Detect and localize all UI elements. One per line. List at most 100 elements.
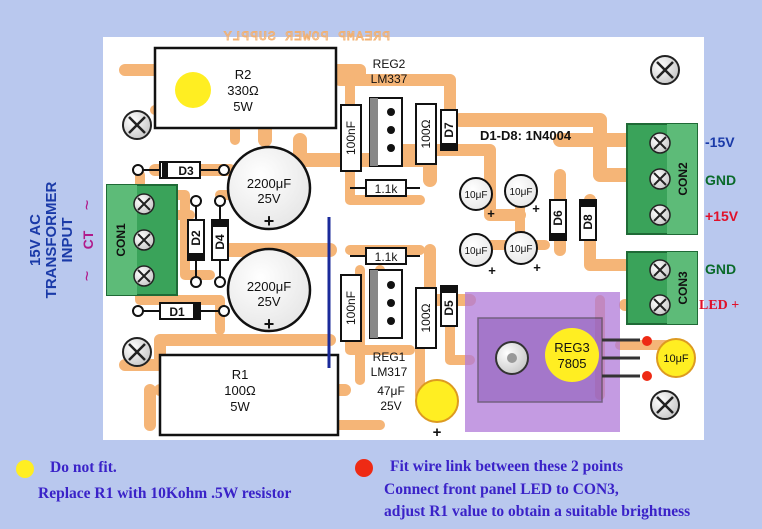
connector-con1: CON1: [106, 184, 178, 296]
silkscreen-title: PREAMP POWER SUPPLY: [223, 29, 390, 44]
diode-note: D1-D8: 1N4004: [480, 128, 572, 143]
con1-terminal-screw-icon: [133, 193, 155, 287]
note-connect-led: Connect front panel LED to CON3,: [384, 481, 619, 498]
mounting-holes: [122, 55, 680, 420]
con2-pin-plus15v: +15V: [705, 208, 739, 224]
diode-d3: D3: [132, 161, 230, 179]
capacitor-100nf-top: 100nF: [340, 104, 362, 172]
reg3-part: 7805: [558, 356, 587, 371]
con2-pin-gnd: GND: [705, 172, 736, 188]
r2-value: 330Ω: [227, 83, 259, 98]
c100n-top-label: 100nF: [344, 121, 358, 155]
c10u-c-label: 10μF: [465, 246, 488, 257]
resistor-1k1-top: 1.1k: [350, 179, 420, 197]
wire-link-legend-dot-icon: [355, 459, 373, 477]
mounting-hole-top-left-icon: [122, 110, 152, 140]
d3-label: D3: [178, 164, 194, 178]
ac-tilde-bottom-icon: ~: [77, 271, 97, 282]
resistor-1k1-bottom: 1.1k: [350, 247, 420, 265]
c47u-value: 47μF: [377, 384, 405, 398]
con3-terminal-screw-icon: [649, 259, 671, 316]
d4-label: D4: [213, 234, 227, 250]
mounting-hole-bottom-right-icon: [650, 390, 680, 420]
con2-pin-minus15v: -15V: [705, 134, 735, 150]
capacitor-10uf-d: 10μF +: [504, 231, 541, 275]
c10u-d-label: 10μF: [510, 244, 533, 255]
diode-d6: D6: [549, 199, 567, 241]
connector-con3: CON3: [626, 251, 698, 325]
con1-label: CON1: [114, 223, 128, 257]
c10u-a-label: 10μF: [465, 190, 488, 201]
c2-plus: +: [264, 314, 275, 334]
capacitor-2200uf-bottom: 2200μF 25V +: [226, 247, 312, 334]
con2-terminal-screw-icon: [649, 132, 671, 226]
diode-d5: D5: [440, 285, 458, 327]
r1-name: R1: [232, 367, 249, 382]
notes-panel: Do not fit. Replace R1 with 10Kohm .5W r…: [0, 450, 762, 529]
capacitor-10uf-b: 10μF +: [504, 174, 540, 216]
reg2-name: REG2: [373, 57, 406, 71]
regulator-reg1: REG1 LM317: [369, 269, 408, 379]
ct-label: CT: [80, 230, 96, 249]
c10u-b-label: 10μF: [510, 187, 533, 198]
r100-top-label: 100Ω: [419, 119, 433, 148]
do-not-fit-legend-dot-icon: [16, 460, 34, 478]
capacitor-47uf: 47μF 25V +: [377, 379, 459, 441]
capacitor-10uf-group: 10μF + 10μF + 10μF + 10μF +: [459, 174, 541, 278]
diode-d2: D2: [187, 195, 205, 288]
d8-label: D8: [581, 214, 595, 230]
reg3-highlight-dot-icon: [545, 328, 599, 382]
do-not-fit-dot-icon: [175, 72, 211, 108]
mounting-hole-top-right-icon: [650, 55, 680, 85]
r1k1-bottom-label: 1.1k: [375, 250, 399, 264]
capacitor-10uf-right: 10μF: [656, 338, 696, 378]
regulator-reg2: REG2 LM337: [369, 57, 408, 167]
resistor-r2: R2 330Ω 5W: [153, 46, 338, 130]
c10u-b-plus: +: [532, 201, 540, 216]
reg1-part: LM317: [371, 365, 408, 379]
resistor-r1: R1 100Ω 5W: [158, 353, 340, 437]
c1-plus: +: [264, 211, 275, 231]
c10u-a-plus: +: [487, 206, 495, 221]
capacitor-10uf-a: 10μF +: [459, 177, 495, 221]
r1k1-top-label: 1.1k: [375, 182, 399, 196]
d5-label: D5: [442, 300, 456, 316]
reg1-name: REG1: [373, 350, 406, 364]
diode-d8: D8: [579, 199, 597, 241]
d2-label: D2: [189, 230, 203, 246]
input-label-line3: INPUT: [59, 218, 76, 263]
capacitor-10uf-c: 10μF +: [459, 233, 496, 278]
r1-power: 5W: [230, 399, 250, 414]
input-label-line2: TRANSFORMER: [43, 182, 60, 299]
wire-link-point-icon: [642, 371, 652, 381]
mounting-hole-bottom-left-icon: [122, 337, 152, 367]
capacitor-2200uf-top: 2200μF 25V +: [226, 145, 312, 231]
con3-label: CON3: [676, 271, 690, 305]
r2-power: 5W: [233, 99, 253, 114]
c1-value: 2200μF: [247, 176, 291, 191]
r1-value: 100Ω: [224, 383, 256, 398]
con3-led-label: LED +: [699, 298, 739, 313]
c47u-plus: +: [433, 424, 442, 441]
d7-label: D7: [442, 122, 456, 138]
note-adjust-r1: adjust R1 value to obtain a suitable bri…: [384, 503, 691, 520]
reg3-name: REG3: [554, 340, 589, 355]
diode-d4: D4: [211, 195, 229, 288]
c10u-d-plus: +: [533, 260, 541, 275]
note-wire-link: Fit wire link between these 2 points: [390, 458, 624, 475]
note-replace-r1: Replace R1 with 10Kohm .5W resistor: [38, 485, 292, 502]
d1-label: D1: [169, 305, 185, 319]
resistor-100-top: 100Ω: [415, 103, 437, 165]
con2-label: CON2: [676, 162, 690, 196]
connector-con2: CON2: [626, 123, 698, 235]
c10u-c-plus: +: [488, 263, 496, 278]
r2-name: R2: [235, 67, 252, 82]
c100n-bottom-label: 100nF: [344, 291, 358, 325]
regulator-reg3: REG3 7805: [465, 292, 640, 432]
diode-d7: D7: [440, 109, 458, 151]
c2-voltage: 25V: [257, 294, 280, 309]
d6-label: D6: [551, 210, 565, 226]
c47u-voltage: 25V: [380, 399, 401, 413]
c2-value: 2200μF: [247, 279, 291, 294]
